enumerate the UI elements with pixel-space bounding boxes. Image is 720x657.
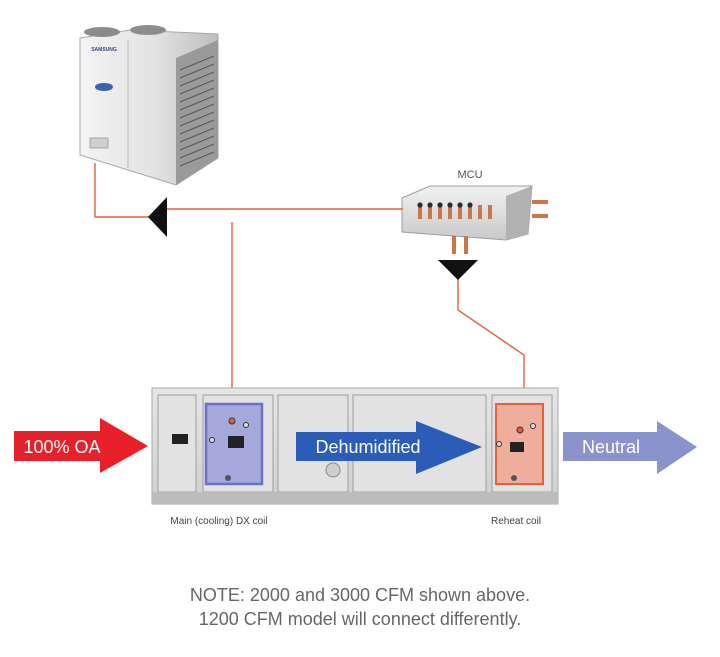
reheat-coil (495, 403, 544, 485)
neutral-air-label: Neutral (582, 437, 640, 457)
footnote-line-1: NOTE: 2000 and 3000 CFM shown above. (189, 585, 531, 605)
mcu-unit: MCU (401, 169, 548, 254)
flow-arrow-down-icon (438, 260, 478, 280)
reheat-coil-caption: Reheat coil (491, 516, 541, 527)
dehumidified-air-arrow (296, 421, 482, 474)
outdoor-brand-text: SAMSUNG (91, 47, 117, 53)
outdoor-unit: SAMSUNG (79, 25, 219, 186)
dehumidified-air-label: Dehumidified (315, 437, 420, 457)
main-coil-caption: Main (cooling) DX coil (170, 516, 267, 527)
mcu-label: MCU (457, 169, 482, 181)
footnote: NOTE: 2000 and 3000 CFM shown above. 120… (0, 583, 720, 631)
footnote-line-2: 1200 CFM model will connect differently. (198, 609, 522, 629)
inlet-air-arrow (14, 418, 148, 473)
main-dx-coil (204, 402, 264, 486)
neutral-air-arrow (563, 421, 697, 474)
flow-arrow-left-icon (148, 197, 167, 237)
outdoor-logo-icon (95, 83, 113, 91)
inlet-air-label: 100% OA (23, 437, 100, 457)
